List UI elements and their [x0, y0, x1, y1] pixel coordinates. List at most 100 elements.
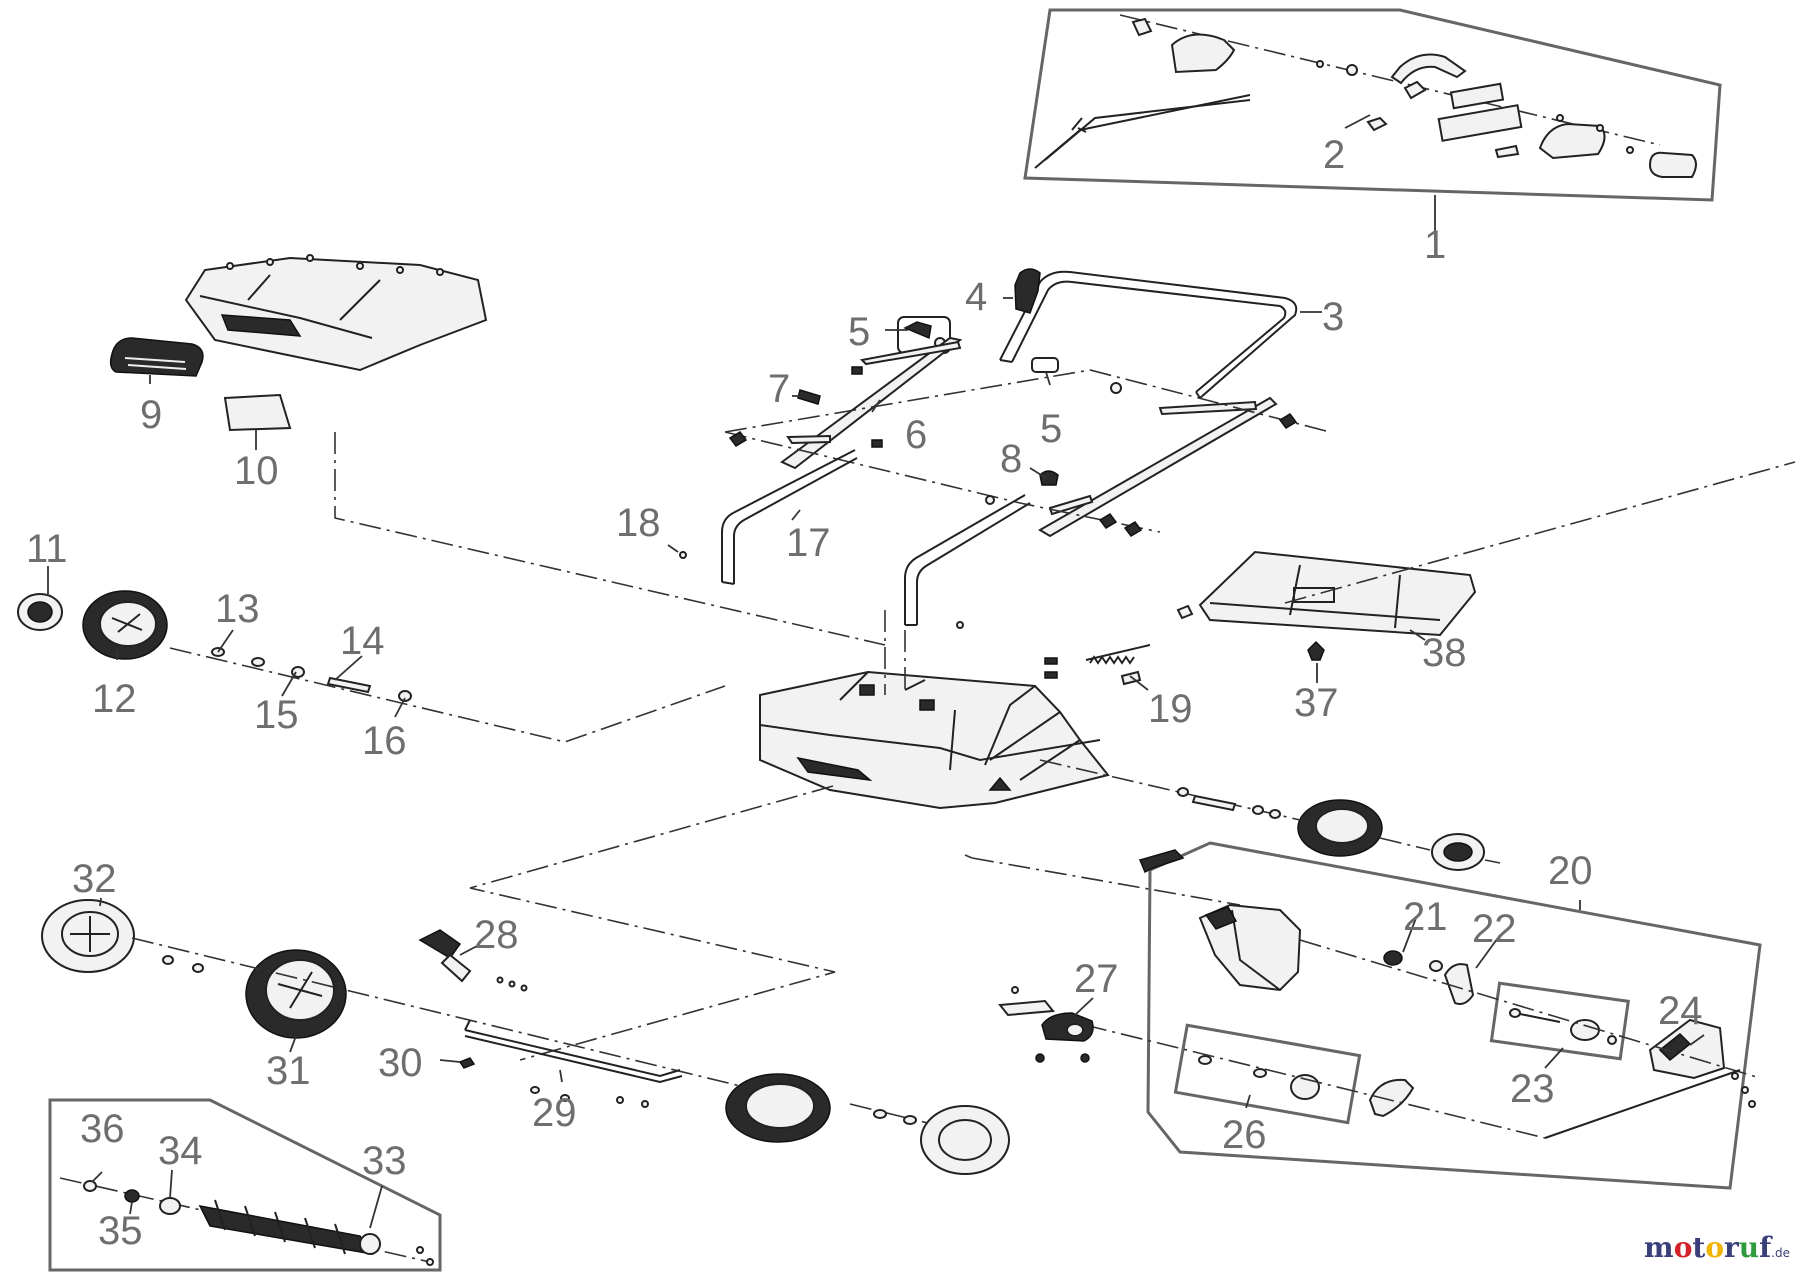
- label-6: 6: [905, 413, 927, 457]
- right-bar-part-6b: [1038, 396, 1278, 538]
- axis-handle-upper: [724, 369, 1331, 433]
- hubcap-part-11: [17, 593, 63, 631]
- label-2: 2: [1323, 133, 1345, 177]
- label-27: 27: [1074, 957, 1119, 1001]
- watermark-logo: motoruf.de: [1644, 1231, 1790, 1264]
- pin-part-18: [679, 551, 687, 559]
- roller-parts: [83, 1180, 434, 1266]
- label-plate-part-10: [223, 393, 292, 432]
- rear-flap-part-38: [1198, 550, 1477, 637]
- label-8: 8: [1000, 437, 1022, 481]
- pins-front: [616, 1096, 649, 1108]
- right-rear-wheel: [1297, 799, 1485, 871]
- top-cover: [184, 254, 488, 372]
- watermark-letter: o: [1673, 1231, 1693, 1264]
- handle-assembly-frame: [1023, 8, 1722, 202]
- main-housing: [759, 670, 1110, 810]
- watermark-suffix: .de: [1771, 1246, 1790, 1260]
- axis-rear-wheels: [169, 647, 726, 743]
- label-38: 38: [1422, 631, 1467, 675]
- label-35: 35: [98, 1209, 143, 1253]
- watermark-letter: u: [1738, 1231, 1760, 1264]
- motor-housing: [1198, 903, 1302, 992]
- clip-part-5b: [1031, 357, 1059, 373]
- lower-bar-part-6: [780, 336, 963, 470]
- label-23: 23: [1510, 1067, 1555, 1111]
- link-flap: [1284, 461, 1796, 604]
- screw-part-37: [1307, 640, 1325, 661]
- axis-gear-lower: [1084, 1024, 1546, 1139]
- label-17: 17: [786, 521, 831, 565]
- label-30: 30: [378, 1041, 423, 1085]
- label-22: 22: [1472, 907, 1517, 951]
- axis-gear-upper: [1299, 939, 1761, 1079]
- axle-right-parts: [1177, 787, 1281, 819]
- label-31: 31: [266, 1049, 311, 1093]
- label-7: 7: [768, 367, 790, 411]
- lower-handle-part-17: [721, 449, 1031, 626]
- front-grille-part-9: [109, 337, 204, 377]
- handle-assembly-parts: [1034, 14, 1697, 178]
- label-34: 34: [158, 1129, 203, 1173]
- label-24: 24: [1658, 989, 1703, 1033]
- fasteners-handle: [728, 382, 1298, 537]
- label-11: 11: [26, 527, 68, 571]
- label-16: 16: [362, 719, 407, 763]
- axis-front-wheels: [131, 937, 766, 1093]
- label-12: 12: [92, 677, 137, 721]
- label-32: 32: [72, 857, 117, 901]
- watermark-letter: t: [1692, 1231, 1706, 1264]
- label-28: 28: [474, 913, 519, 957]
- gear-part-23-frame: [1489, 981, 1630, 1061]
- link-housing-to-roller: [469, 785, 836, 1061]
- spring-part-19: [956, 604, 1194, 686]
- watermark-letter: f: [1759, 1231, 1772, 1264]
- label-19: 19: [1148, 687, 1193, 731]
- roller-assembly-frame: [48, 1098, 442, 1272]
- label-13: 13: [215, 587, 260, 631]
- clamp-part-4: [1014, 268, 1041, 314]
- part-labels: 1 2 3 4 5 5 6 7 8 9 10 11 12 13 14 15 16…: [26, 133, 1703, 1253]
- clip-part-5: [897, 316, 951, 354]
- label-37: 37: [1294, 681, 1339, 725]
- screw-part-30: [458, 1057, 476, 1069]
- label-26: 26: [1222, 1113, 1267, 1157]
- label-4: 4: [965, 275, 987, 319]
- lever-part-28: [418, 929, 528, 992]
- link-cover-to-housing: [334, 432, 886, 646]
- label-33: 33: [362, 1139, 407, 1183]
- upper-handle-part-3: [999, 270, 1298, 399]
- gear-exit-line: [1544, 1069, 1741, 1139]
- screw-part-7: [797, 389, 821, 405]
- label-18: 18: [616, 501, 661, 545]
- watermark-letter: m: [1644, 1231, 1674, 1264]
- leader-lines: [47, 114, 1705, 1229]
- front-wheel-right: [725, 1073, 1010, 1175]
- hubcap-part-32: [41, 899, 135, 973]
- axle-front-parts: [162, 955, 917, 1125]
- watermark-letter: r: [1724, 1231, 1739, 1264]
- rear-wheel-part-12: [82, 590, 168, 660]
- label-5a: 5: [848, 310, 870, 354]
- label-15: 15: [254, 693, 299, 737]
- front-wheel-part-31: [245, 949, 347, 1039]
- knob-part-8: [1039, 470, 1059, 486]
- watermark-letter: o: [1705, 1231, 1724, 1264]
- label-1: 1: [1424, 223, 1446, 267]
- gear-parts: [1198, 950, 1756, 1118]
- label-14: 14: [340, 619, 385, 663]
- label-5b: 5: [1040, 407, 1062, 451]
- gear-part-26-frame: [1173, 1023, 1362, 1125]
- rod-part-29: [464, 1019, 683, 1084]
- axis-handle-lower: [724, 431, 1161, 533]
- bearing-part-27: [998, 986, 1094, 1063]
- link-housing-to-gearbox: [971, 857, 1241, 906]
- label-10: 10: [234, 449, 279, 493]
- label-9: 9: [140, 393, 162, 437]
- label-36: 36: [80, 1107, 125, 1151]
- label-29: 29: [532, 1091, 577, 1135]
- label-20: 20: [1548, 849, 1593, 893]
- label-3: 3: [1322, 295, 1344, 339]
